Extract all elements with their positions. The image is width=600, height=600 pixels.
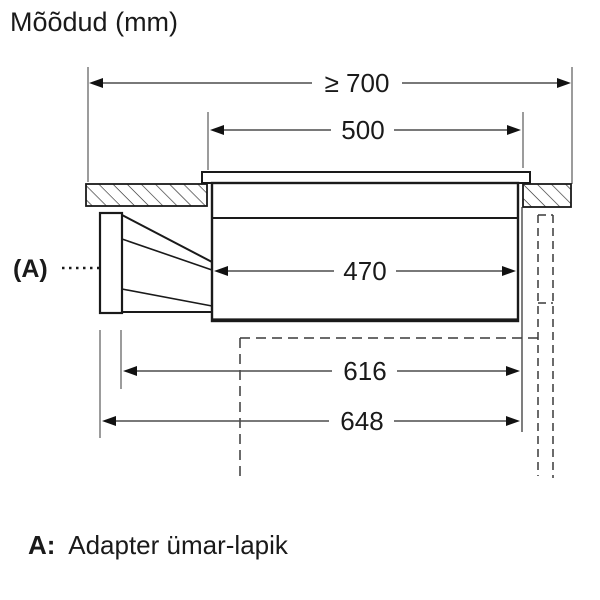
dimension-value: 616	[343, 356, 386, 386]
dimension-depth-616: 616	[120, 330, 520, 389]
duct-channel-dashed-outline	[537, 214, 554, 478]
hob-glass-plate	[201, 171, 531, 184]
adapter-funnel-top-line	[121, 214, 213, 263]
arrowhead-right-icon	[557, 78, 571, 88]
adapter-funnel-inner-line	[121, 238, 213, 271]
dimension-clearance-700: ≥ 700	[87, 67, 573, 184]
legend-text: Adapter ümar-lapik	[68, 530, 289, 560]
niche-dashed-outline	[239, 337, 538, 476]
legend-key: A:	[28, 530, 55, 560]
legend-caption: A: Adapter ümar-lapik	[28, 530, 289, 560]
worktop-left-section	[85, 183, 208, 207]
callout-a-label: (A)	[13, 255, 48, 283]
dimension-value: 500	[341, 115, 384, 145]
adapter-funnel-lower-line	[121, 288, 213, 307]
dimension-depth-648: 648	[99, 330, 520, 438]
arrowhead-left-icon	[102, 416, 116, 426]
duct-adapter	[98, 211, 213, 315]
callout-a: (A)	[13, 255, 103, 283]
arrowhead-right-icon	[507, 125, 521, 135]
dimension-value: 648	[340, 406, 383, 436]
arrowhead-right-icon	[502, 266, 516, 276]
arrowhead-right-icon	[506, 366, 520, 376]
dimension-body-470: 470	[214, 256, 516, 286]
arrowhead-right-icon	[506, 416, 520, 426]
dimension-cutout-500: 500	[207, 112, 524, 170]
arrowhead-left-icon	[210, 125, 224, 135]
adapter-flange	[98, 211, 124, 315]
dimension-value: 470	[343, 256, 386, 286]
worktop-right-section	[522, 183, 572, 208]
page-title: Mõõdud (mm)	[10, 7, 178, 37]
arrowhead-left-icon	[89, 78, 103, 88]
hob-body	[210, 181, 520, 323]
arrowhead-left-icon	[214, 266, 228, 276]
dimension-value: ≥ 700	[325, 68, 390, 98]
arrowhead-left-icon	[123, 366, 137, 376]
